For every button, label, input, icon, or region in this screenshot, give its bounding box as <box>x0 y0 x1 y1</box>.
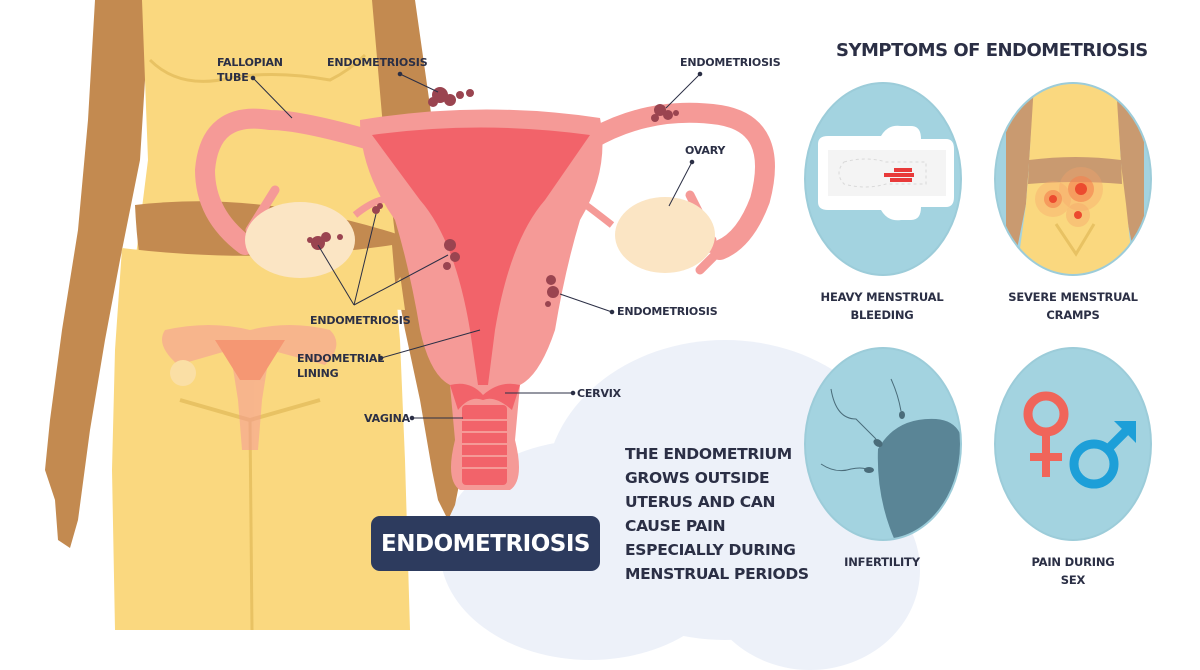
symptoms-title: SYMPTOMS OF ENDOMETRIOSIS <box>836 40 1148 61</box>
symptom-pain-during-sex-label: PAIN DURING SEX <box>973 553 1173 589</box>
label-endometriosis-top-right: ENDOMETRIOSIS <box>680 56 781 69</box>
male-symbol-icon <box>1069 421 1136 489</box>
endometriosis-lesions <box>307 87 679 307</box>
gender-symbols-icon <box>1023 391 1136 489</box>
symptom-heavy-bleeding-label: HEAVY MENSTRUAL BLEEDING <box>782 288 982 324</box>
left-arm <box>45 0 150 548</box>
symptom-cramps-circle <box>994 82 1152 276</box>
label-endometrial-lining: ENDOMETRIAL LINING <box>297 351 384 381</box>
description-line: THE ENDOMETRIUM <box>625 445 792 463</box>
label-text: SEX <box>1060 573 1086 587</box>
uterus <box>194 102 775 490</box>
label-vagina: VAGINA <box>364 412 410 425</box>
label-text: ENDOMETRIAL <box>297 352 385 365</box>
label-text: INFERTILITY <box>844 555 920 569</box>
description: THE ENDOMETRIUM GROWS OUTSIDE UTERUS AND… <box>625 442 809 586</box>
label-text: TUBE <box>217 71 249 84</box>
label-leader-lines <box>250 71 703 421</box>
symptom-cramps-label: SEVERE MENSTRUAL CRAMPS <box>973 288 1173 324</box>
label-endometriosis-top-left: ENDOMETRIOSIS <box>327 56 428 69</box>
description-line: GROWS OUTSIDE <box>625 469 770 487</box>
label-text: PAIN DURING <box>1031 555 1115 569</box>
sanitary-pad-icon <box>818 125 954 221</box>
abdomen-cramps-icon <box>996 84 1150 274</box>
description-line: MENSTRUAL PERIODS <box>625 565 809 583</box>
symptom-infertility-circle <box>804 347 962 541</box>
body-illustration <box>45 0 775 630</box>
label-fallopian-tube: FALLOPIAN TUBE <box>217 55 283 85</box>
label-text: CRAMPS <box>1046 308 1100 322</box>
label-text: HEAVY MENSTRUAL <box>820 290 944 304</box>
left-ovary <box>245 202 355 278</box>
label-ovary: OVARY <box>685 144 726 157</box>
label-endometriosis-left: ENDOMETRIOSIS <box>310 314 411 327</box>
sperm-egg-icon <box>820 378 960 539</box>
female-symbol-icon <box>1023 391 1069 477</box>
title-badge: ENDOMETRIOSIS <box>371 516 600 571</box>
description-line: ESPECIALLY DURING <box>625 541 796 559</box>
label-text: LINING <box>297 367 339 380</box>
label-text: SEVERE MENSTRUAL <box>1008 290 1138 304</box>
description-line: CAUSE PAIN <box>625 517 726 535</box>
label-text: BLEEDING <box>850 308 914 322</box>
symptom-heavy-bleeding-circle <box>804 82 962 276</box>
hips <box>112 245 410 630</box>
symptom-infertility-label: INFERTILITY <box>782 553 982 571</box>
symptom-pain-during-sex-circle <box>994 347 1152 541</box>
label-endometriosis-right: ENDOMETRIOSIS <box>617 305 718 318</box>
small-uterus-illustration <box>161 325 337 450</box>
label-text: FALLOPIAN <box>217 56 283 69</box>
right-ovary <box>615 197 715 273</box>
label-cervix: CERVIX <box>577 387 621 400</box>
description-line: UTERUS AND CAN <box>625 493 776 511</box>
